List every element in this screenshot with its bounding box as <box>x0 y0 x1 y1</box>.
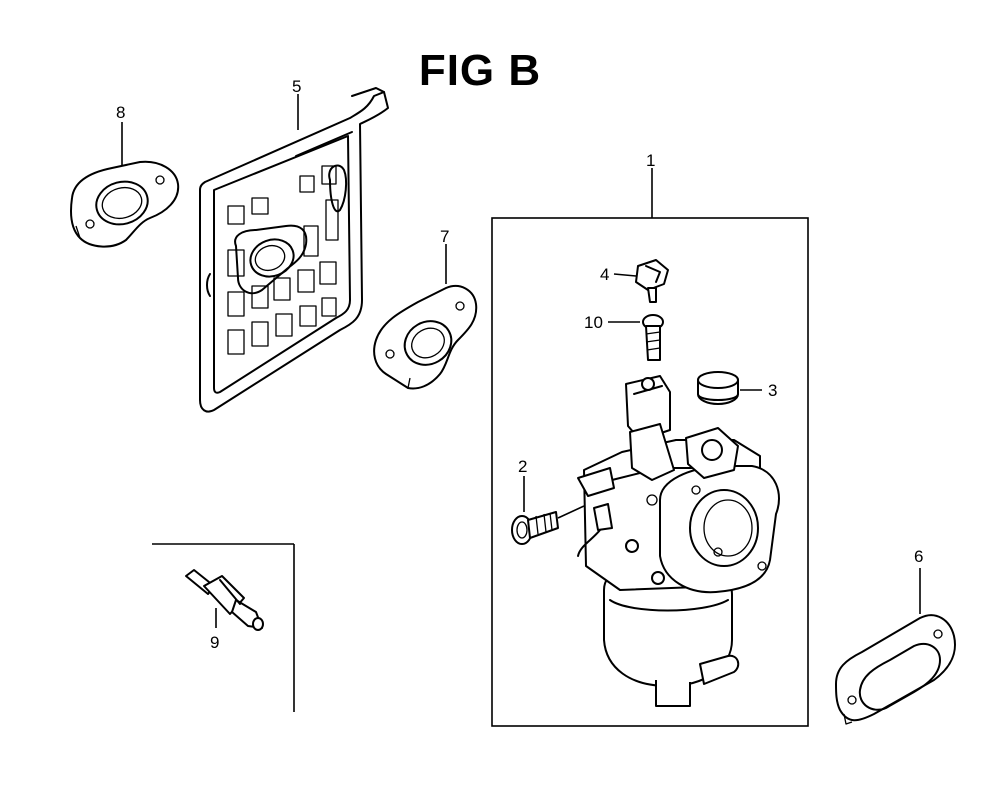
callout-4: 4 <box>600 265 609 284</box>
callout-9: 9 <box>210 633 219 652</box>
callout-1: 1 <box>646 151 655 170</box>
part-9-fitting <box>185 569 264 631</box>
part-1-assembly-frame <box>491 217 809 727</box>
callout-8: 8 <box>116 103 125 122</box>
part-2-screw <box>511 511 559 545</box>
callout-5: 5 <box>292 77 301 96</box>
part-4-cap <box>635 259 669 303</box>
part-6-gasket <box>835 614 956 725</box>
part-5-base-plate <box>199 87 389 413</box>
part-10-screw <box>642 314 664 361</box>
callout-10: 10 <box>584 313 603 332</box>
leader-2b <box>557 505 585 519</box>
carburetor-body <box>577 375 780 707</box>
part-8-gasket <box>70 160 180 248</box>
callout-7: 7 <box>440 227 449 246</box>
part-9-frame <box>152 543 295 712</box>
part-7-gasket <box>373 285 478 390</box>
leader-4 <box>613 273 637 277</box>
callout-3: 3 <box>768 381 777 400</box>
callout-2: 2 <box>518 457 527 476</box>
part-3-cap <box>697 371 739 405</box>
callout-6: 6 <box>914 547 923 566</box>
figure-title: FIG B <box>418 46 542 95</box>
